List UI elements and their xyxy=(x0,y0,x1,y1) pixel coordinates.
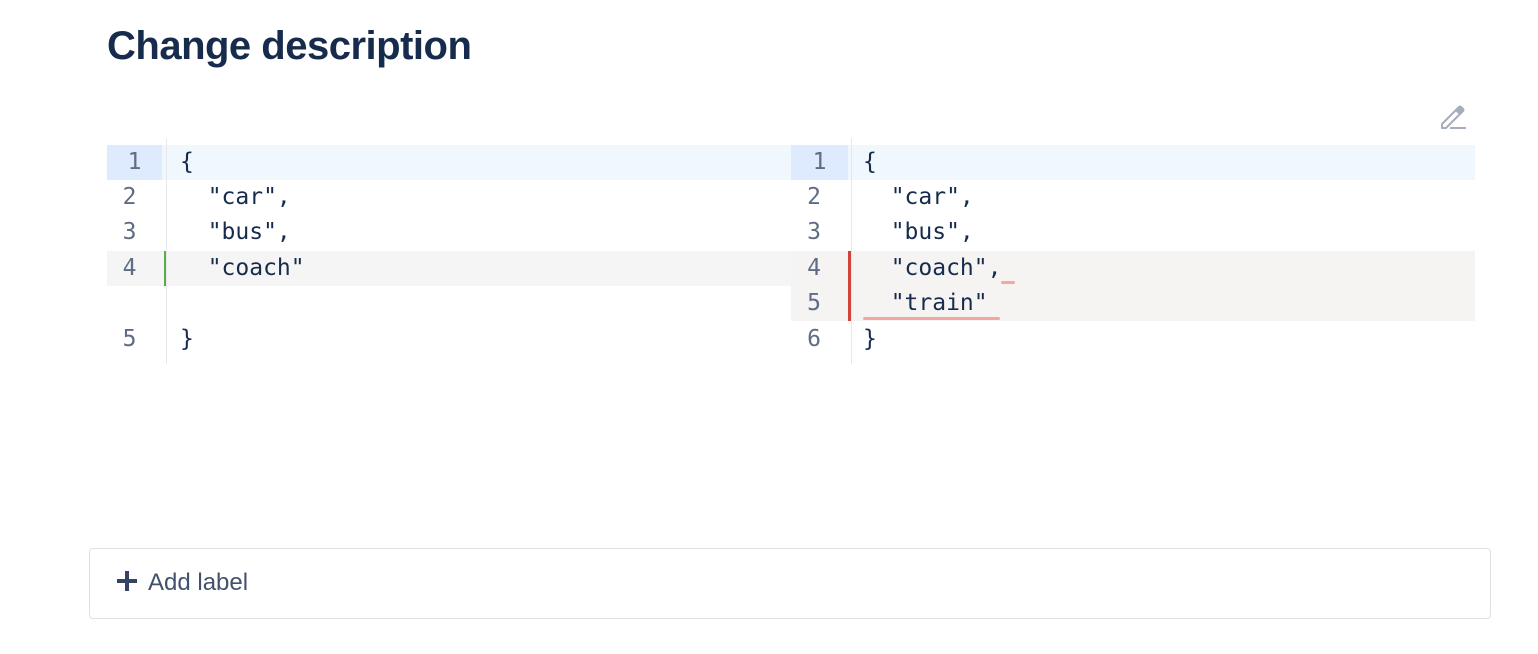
diff-line: 1 { xyxy=(107,145,791,180)
add-label-button[interactable]: Add label xyxy=(116,569,248,597)
gutter-divider xyxy=(851,138,852,364)
code-text: "bus", xyxy=(180,219,291,245)
code-text: } xyxy=(863,326,877,352)
gutter-divider xyxy=(166,138,167,364)
line-number: 4 xyxy=(122,255,137,281)
added-marker xyxy=(164,251,167,286)
code-text: } xyxy=(180,326,194,352)
line-number xyxy=(107,286,152,321)
change-underline xyxy=(863,317,1000,320)
removed-marker xyxy=(848,286,851,321)
line-number: 6 xyxy=(807,326,821,352)
line-number: 1 xyxy=(791,145,848,180)
diff-pane-original: 1 { 2 "car", 3 "bus", 4 "coach" 5 } xyxy=(107,138,791,364)
diff-line-spacer xyxy=(107,286,791,321)
diff-line-changed: 4 "coach", xyxy=(791,251,1475,286)
code-text: "car", xyxy=(863,184,974,210)
diff-line: 1 { xyxy=(791,145,1475,180)
change-underline xyxy=(1001,281,1015,284)
diff-line-changed: 4 "coach" xyxy=(107,251,791,286)
labels-panel: Add label xyxy=(89,548,1491,619)
plus-icon xyxy=(116,569,138,597)
diff-line-changed: 5 "train" xyxy=(791,286,1475,321)
code-text: "bus", xyxy=(863,219,974,245)
line-number: 5 xyxy=(122,326,137,352)
line-number: 3 xyxy=(807,219,821,245)
diff-line: 3 "bus", xyxy=(107,215,791,250)
line-number: 2 xyxy=(122,184,137,210)
code-text: { xyxy=(180,149,194,175)
code-text: { xyxy=(863,149,877,175)
removed-marker xyxy=(848,251,851,286)
line-number: 4 xyxy=(807,255,821,281)
line-number: 5 xyxy=(807,290,821,316)
code-text: "coach", xyxy=(863,255,1002,281)
diff-line: 3 "bus", xyxy=(791,215,1475,250)
page-title: Change description xyxy=(107,24,472,68)
diff-line: 2 "car", xyxy=(791,180,1475,215)
edit-button[interactable] xyxy=(1432,100,1472,136)
code-text: "coach" xyxy=(180,255,305,281)
line-number: 2 xyxy=(807,184,821,210)
code-text: "train" xyxy=(863,290,988,316)
diff-line: 5 } xyxy=(107,322,791,357)
pencil-icon xyxy=(1436,100,1468,137)
diff-pane-modified: 1 { 2 "car", 3 "bus", 4 "coach", 5 "trai… xyxy=(791,138,1475,364)
add-label-text: Add label xyxy=(148,569,249,596)
line-number: 1 xyxy=(107,145,162,180)
line-number: 3 xyxy=(122,219,137,245)
diff-line: 6 } xyxy=(791,322,1475,357)
diff-line: 2 "car", xyxy=(107,180,791,215)
code-text: "car", xyxy=(180,184,291,210)
